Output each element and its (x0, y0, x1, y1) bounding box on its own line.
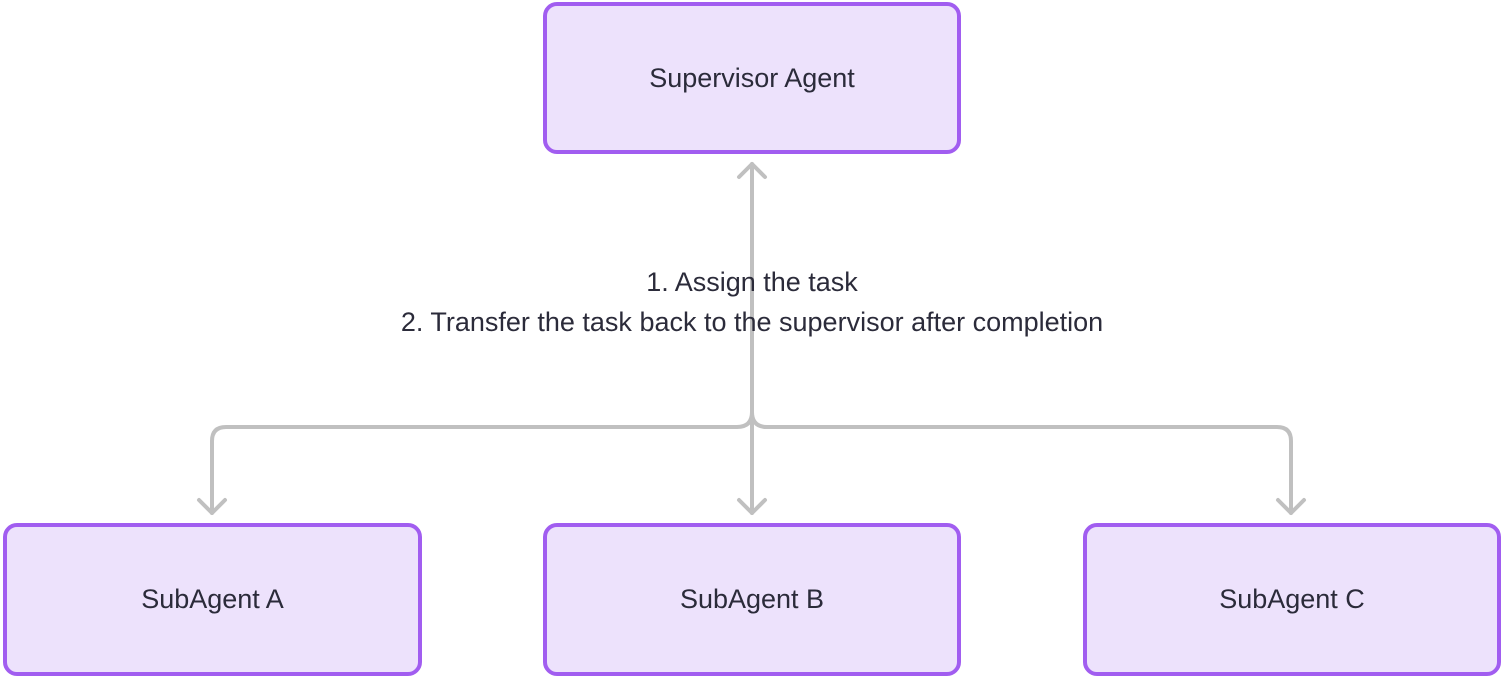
subagent-a-label: SubAgent A (141, 584, 284, 614)
subagent-b-node[interactable]: SubAgent B (543, 523, 961, 676)
subagent-a-node[interactable]: SubAgent A (3, 523, 422, 676)
arrow-up-icon (737, 162, 767, 179)
subagent-b-label: SubAgent B (679, 584, 825, 614)
supervisor-agent-node[interactable]: Supervisor Agent (543, 2, 961, 154)
arrow-down-icon-b (737, 498, 767, 515)
supervisor-agent-label: Supervisor Agent (649, 62, 855, 93)
subagent-c-node[interactable]: SubAgent C (1083, 523, 1501, 676)
branch-line-c (750, 410, 1293, 515)
edge-label-line-2: 2. Transfer the task back to the supervi… (400, 307, 1104, 337)
arrow-down-icon-c (1276, 498, 1306, 515)
arrow-down-icon-a (197, 498, 227, 515)
branch-line-a (210, 410, 754, 515)
edge-label: 1. Assign the task 2. Transfer the task … (300, 262, 1204, 342)
edge-label-line-1: 1. Assign the task (646, 267, 858, 297)
subagent-c-label: SubAgent C (1219, 584, 1365, 614)
